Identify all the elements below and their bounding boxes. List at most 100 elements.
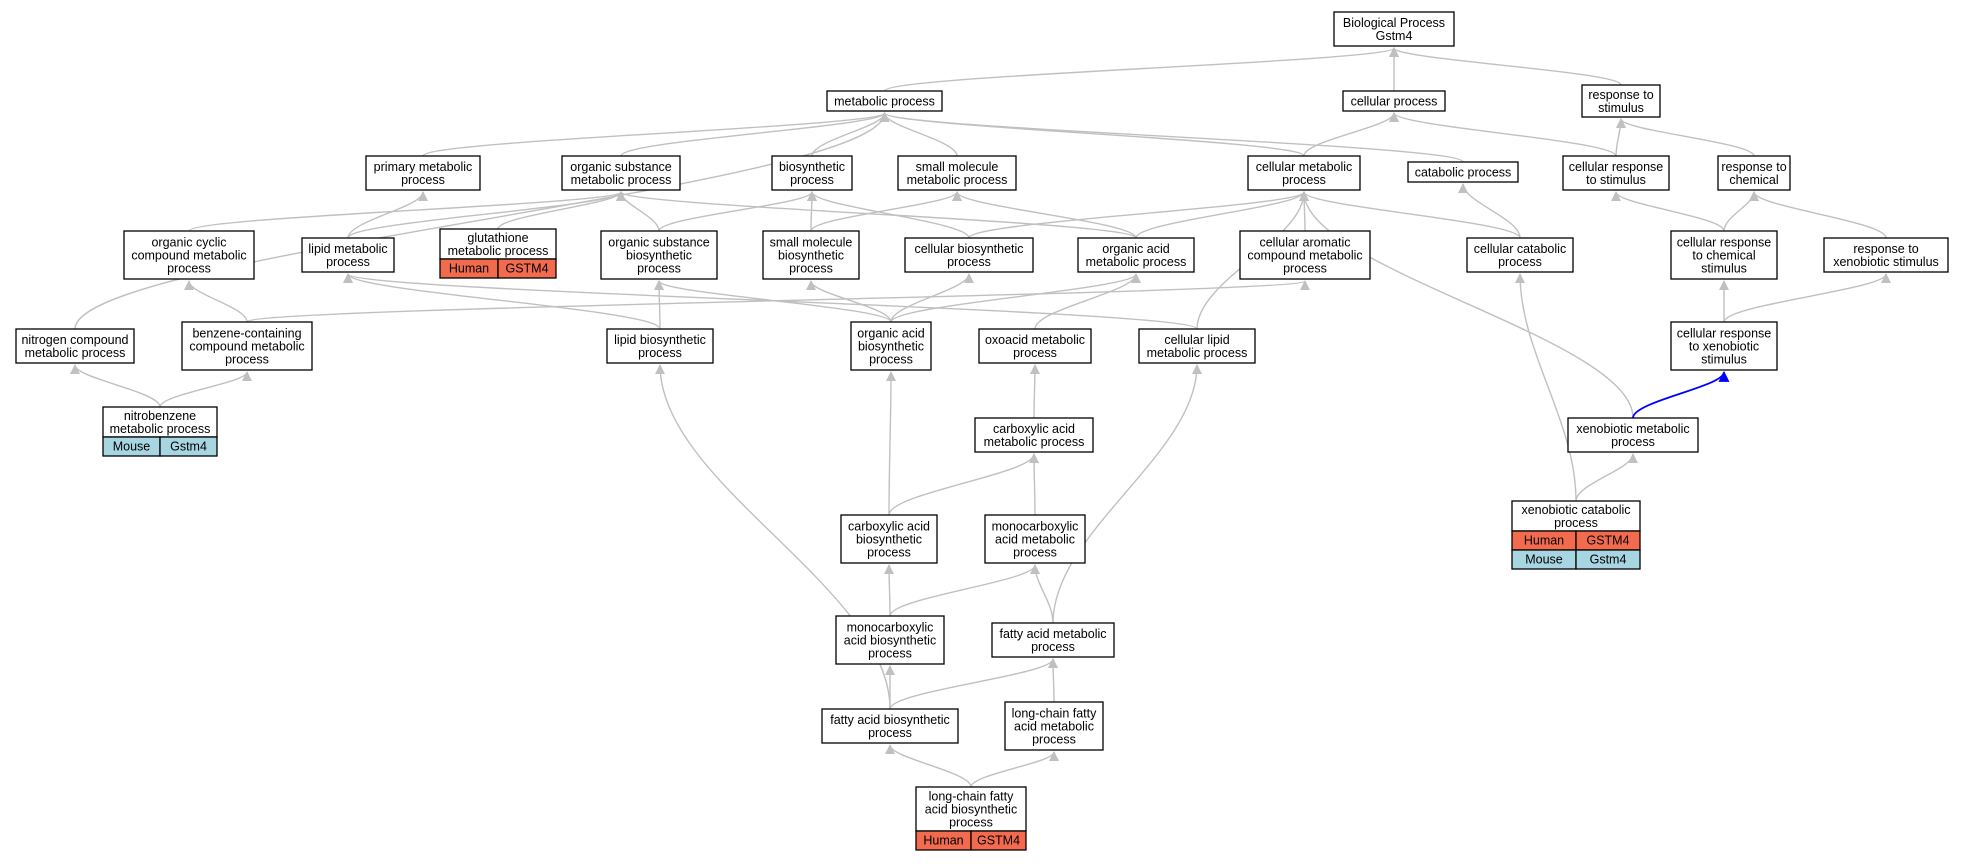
- node-label-line: acid metabolic: [995, 533, 1075, 547]
- edge-metabolic-to-bp: [883, 47, 1399, 92]
- edge-cell-resp-chem-to-cell-resp-stim: [1611, 191, 1725, 232]
- node-box: [1567, 417, 1699, 453]
- edge-fatty-met-to-cell-lipid: [1052, 364, 1202, 624]
- edge-org-acid-bio-to-cell-bio: [890, 273, 974, 323]
- node-label-line: biosynthetic: [856, 533, 922, 547]
- node-label-line: process: [867, 546, 911, 560]
- node-label-line: process: [947, 255, 991, 269]
- species-label: Human: [449, 262, 489, 276]
- edge-org-acid-to-small-mol: [952, 191, 1137, 239]
- edge-resp-xeno-to-resp-chem: [1749, 191, 1887, 239]
- node-label-line: process: [1031, 640, 1075, 654]
- node-box: [897, 155, 1017, 191]
- edge-org-acid-bio-to-org-acid: [890, 273, 1141, 323]
- gene-label: GSTM4: [505, 262, 548, 276]
- gene-cell: [1575, 549, 1641, 570]
- go-term-node-cellular[interactable]: cellular process: [1342, 90, 1446, 112]
- node-box: [1407, 161, 1519, 183]
- node-label-line: glutathione: [467, 231, 528, 245]
- node-label-line: acid biosynthetic: [925, 803, 1017, 817]
- edge-nitrobenzene-to-nitrogen: [70, 364, 161, 408]
- edge-cell-resp-chem-to-resp-chem: [1723, 191, 1759, 232]
- edge-org-acid-bio-to-small-mol-bio: [806, 280, 892, 323]
- edge-lc-fatty-bio-to-lc-fatty-met: [970, 751, 1059, 788]
- node-box: [1466, 237, 1574, 273]
- node-label-line: xenobiotic catabolic: [1521, 503, 1630, 517]
- gene-cell: [497, 258, 557, 279]
- node-label-line: long-chain fatty: [1012, 707, 1098, 721]
- edge-benzene-to-org-cyclic: [184, 280, 248, 323]
- edge-monocarb-bio-to-carbox-bio: [884, 564, 895, 617]
- node-label-line: chemical: [1729, 173, 1778, 187]
- node-label-line: cellular process: [1351, 95, 1438, 109]
- node-label-line: stimulus: [1701, 353, 1747, 367]
- edge-lipid-bio-to-lipid-met: [343, 273, 661, 330]
- node-label-line: metabolic process: [984, 435, 1085, 449]
- node-label-line: compound metabolic: [1247, 249, 1362, 263]
- edge-small-mol-bio-to-small-mol: [810, 191, 962, 232]
- go-term-node-metabolic[interactable]: metabolic process: [826, 90, 943, 112]
- node-box: [991, 622, 1115, 658]
- edge-lc-fatty-bio-to-fatty-bio: [885, 744, 972, 788]
- node-box: [1138, 328, 1256, 364]
- node-label-line: process: [638, 346, 682, 360]
- edge-monocarb-met-to-carbox-met: [1029, 453, 1040, 516]
- node-label-line: response to: [1721, 160, 1786, 174]
- node-label-line: process: [949, 816, 993, 830]
- edge-cell-bio-to-biosynthetic: [807, 191, 970, 239]
- edge-xeno-cat-to-xeno-met: [1575, 453, 1638, 502]
- go-term-node-catabolic[interactable]: catabolic process: [1407, 161, 1519, 183]
- node-label-line: metabolic process: [834, 95, 935, 109]
- edge-primary-to-metabolic: [422, 112, 890, 157]
- node-label-line: cellular biosynthetic: [914, 242, 1023, 256]
- edge-cell-met-to-metabolic: [879, 112, 1305, 157]
- node-label-line: biosynthetic: [779, 160, 845, 174]
- node-label-line: nitrobenzene: [124, 409, 196, 423]
- edge-carbox-met-to-oxoacid: [1029, 364, 1040, 419]
- edge-nitrogen-to-metabolic: [74, 112, 890, 330]
- edge-layer: [70, 47, 1891, 788]
- species-label: Mouse: [113, 440, 151, 454]
- node-label-line: process: [1554, 516, 1598, 530]
